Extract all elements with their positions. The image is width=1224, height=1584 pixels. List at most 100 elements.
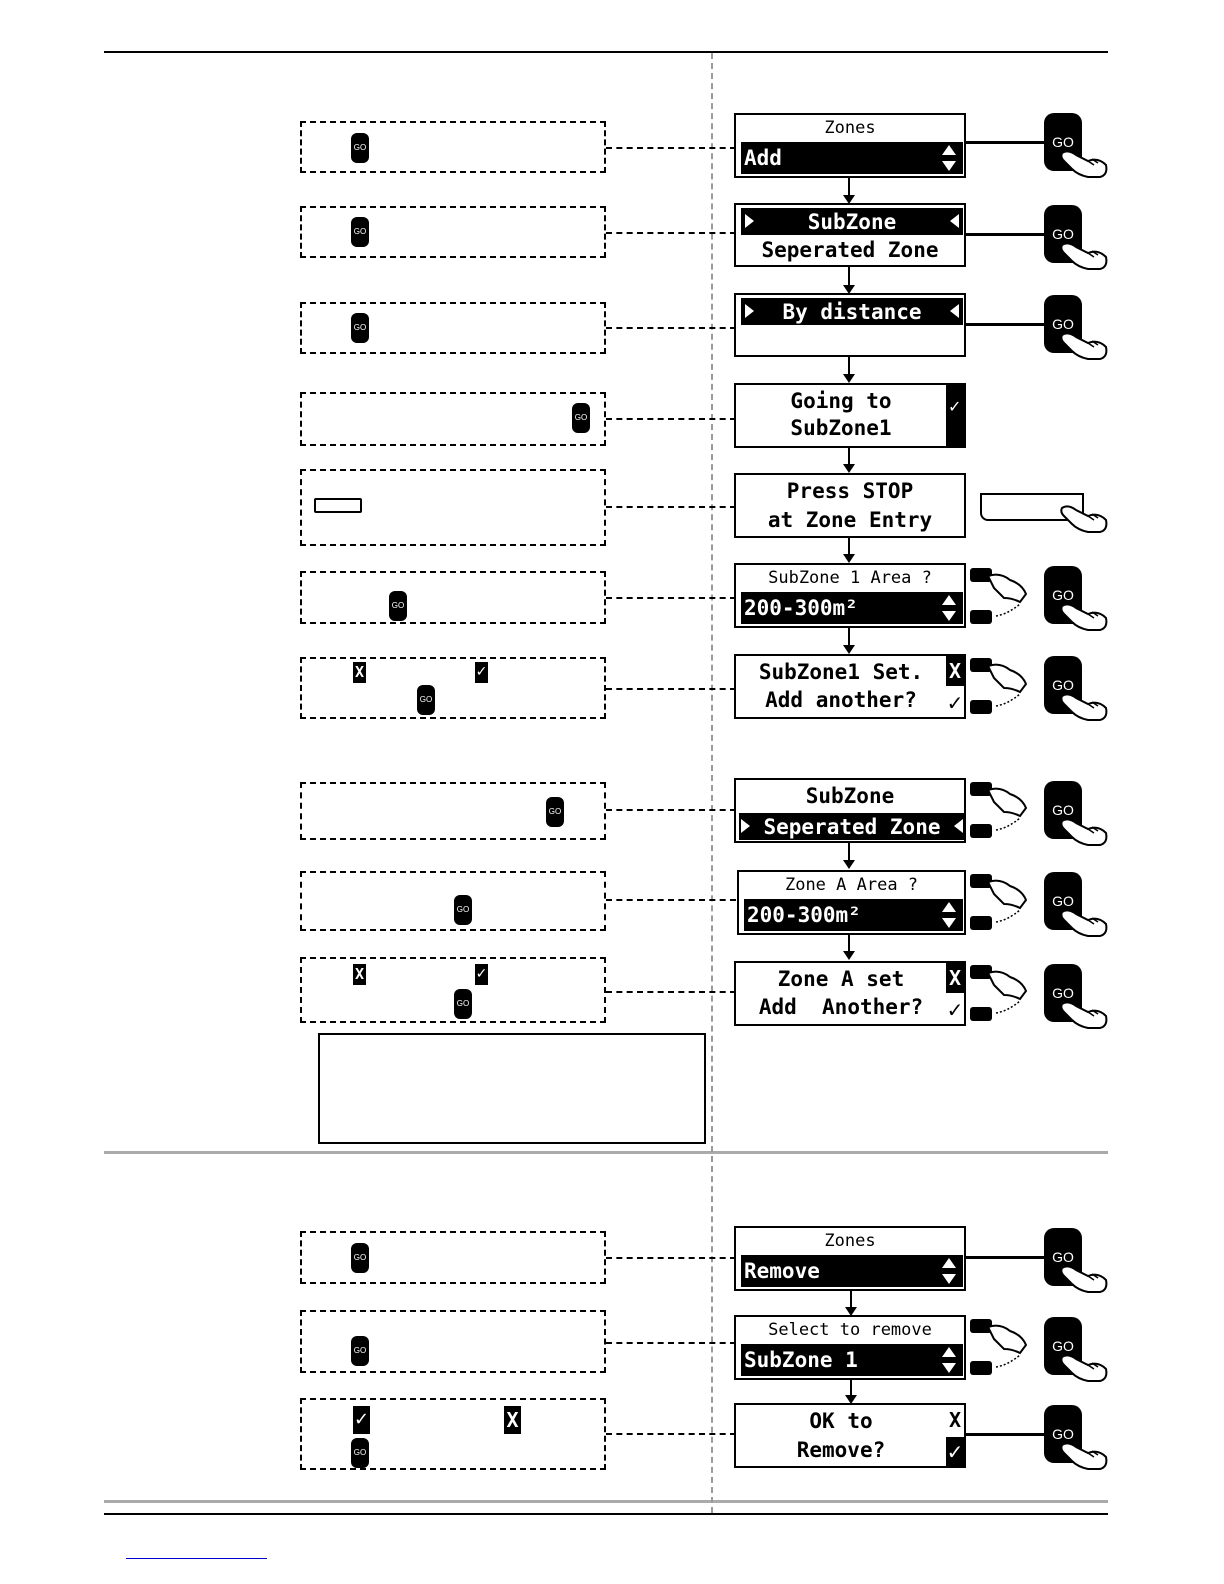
hand-icon: [1060, 1001, 1108, 1029]
go-key-icon: GO: [572, 403, 590, 433]
flow-arrow: [843, 628, 855, 654]
step-box-3: GO: [300, 302, 606, 354]
lcd-line: Seperated Zone: [761, 238, 939, 262]
flow-arrow: [843, 935, 855, 960]
tick-mark-icon: ✓: [946, 691, 964, 715]
lcd-screen-zone-a-area: Zone A Area ? 200-300m²: [737, 870, 966, 935]
up-down-arrows-icon: [941, 594, 957, 622]
step-box-10: X ✓ GO: [300, 957, 606, 1023]
hand-icon: [1060, 150, 1108, 178]
up-key[interactable]: [970, 568, 992, 582]
lcd-title: Select to remove: [768, 1320, 932, 1340]
lcd-selected-item: SubZone: [741, 208, 963, 235]
hand-icon: [1060, 603, 1108, 631]
go-key-icon: GO: [546, 797, 564, 827]
pointer-left-icon: [950, 214, 959, 228]
lcd-screen-zone-a-set: Zone A set Add Another? X ✓: [734, 961, 966, 1026]
up-down-keys[interactable]: [970, 963, 1030, 1023]
flow-arrow: [843, 267, 855, 294]
lcd-line: at Zone Entry: [767, 508, 933, 532]
remove-step-box-1: GO: [300, 1231, 606, 1284]
up-down-keys[interactable]: [970, 872, 1030, 932]
up-key[interactable]: [970, 965, 992, 979]
stop-key-icon: [314, 498, 362, 513]
up-down-keys[interactable]: [970, 780, 1030, 840]
up-down-arrows-icon: [941, 901, 957, 929]
up-down-keys[interactable]: [970, 566, 1030, 626]
lcd-screen-subzone-set: SubZone1 Set. Add another? X ✓: [734, 654, 966, 719]
go-key-icon: GO: [351, 313, 369, 343]
lcd-title: SubZone 1 Area ?: [768, 568, 932, 588]
go-button[interactable]: GO: [1044, 781, 1114, 851]
lcd-line: Zone A set: [777, 967, 905, 991]
down-key[interactable]: [970, 916, 992, 930]
go-button[interactable]: GO: [1044, 872, 1114, 942]
go-button[interactable]: GO: [1044, 656, 1114, 726]
go-button[interactable]: GO: [1044, 1405, 1114, 1475]
lcd-screen-subzone-type: SubZone Seperated Zone: [734, 203, 966, 267]
go-button[interactable]: GO: [1044, 1228, 1114, 1298]
go-key[interactable]: GO: [1044, 781, 1082, 839]
hand-icon: [986, 970, 1028, 1014]
up-key[interactable]: [970, 658, 992, 672]
lcd-screen-select-to-remove: Select to remove SubZone 1: [734, 1315, 966, 1380]
lcd-screen-press-stop: Press STOP at Zone Entry: [734, 473, 966, 538]
flow-arrow: [843, 448, 855, 473]
lcd-screen-subzone-area: SubZone 1 Area ? 200-300m²: [734, 563, 966, 628]
connector: [606, 1433, 736, 1435]
up-down-keys[interactable]: [970, 1317, 1030, 1377]
lcd-screen-zones-remove: Zones Remove: [734, 1226, 966, 1291]
hand-icon: [986, 663, 1028, 707]
hand-icon: [1060, 693, 1108, 721]
lcd-title: Zones: [824, 1231, 876, 1251]
cross-mark-icon: X: [353, 964, 366, 985]
flow-arrow: [843, 538, 855, 563]
down-key[interactable]: [970, 610, 992, 624]
lcd-screen-going-to: Going to SubZone1 ✓: [734, 383, 966, 448]
cross-mark-icon: X: [353, 662, 366, 683]
down-key[interactable]: [970, 824, 992, 838]
tick-mark-icon: ✓: [353, 1406, 370, 1434]
lcd-selected-item: 200-300m²: [744, 899, 963, 931]
go-button[interactable]: GO: [1044, 566, 1114, 636]
hand-icon: [986, 787, 1028, 831]
pointer-right-icon: [741, 819, 750, 833]
go-key-icon: GO: [351, 133, 369, 163]
up-key[interactable]: [970, 782, 992, 796]
footer-link-underline: [126, 1558, 267, 1559]
lcd-line: SubZone: [805, 784, 895, 808]
up-down-arrows-icon: [941, 1346, 957, 1374]
tick-mark-icon: ✓: [475, 964, 488, 985]
up-key[interactable]: [970, 874, 992, 888]
go-key-icon: GO: [351, 1336, 369, 1366]
hand-icon: [986, 573, 1028, 617]
lcd-selected-item: Add: [741, 142, 963, 174]
connector: [606, 1342, 736, 1344]
lcd-selected-item: By distance: [741, 298, 963, 325]
go-button[interactable]: GO: [1044, 295, 1114, 365]
down-key[interactable]: [970, 1361, 992, 1375]
step-box-7: X ✓ GO: [300, 657, 606, 719]
step-box-4: GO: [300, 392, 606, 446]
up-key[interactable]: [970, 1319, 992, 1333]
connector: [606, 899, 736, 901]
go-button[interactable]: GO: [1044, 113, 1114, 183]
connector: [606, 147, 736, 149]
flow-arrow: [843, 178, 855, 204]
up-down-keys[interactable]: [970, 656, 1030, 716]
lcd-screen-by-distance: By distance: [734, 293, 966, 357]
lcd-line: SubZone1 Set.: [758, 660, 924, 684]
go-key-icon: GO: [454, 895, 472, 925]
hand-icon: [986, 1324, 1028, 1368]
go-button[interactable]: GO: [1044, 1317, 1114, 1387]
step-box-5: [300, 469, 606, 546]
bottom-rule-grey: [104, 1500, 1108, 1503]
tick-mark-icon: ✓: [946, 1437, 964, 1466]
down-key[interactable]: [970, 700, 992, 714]
remove-step-box-3: ✓ X GO: [300, 1398, 606, 1470]
down-key[interactable]: [970, 1007, 992, 1021]
go-button[interactable]: GO: [1044, 964, 1114, 1034]
go-button[interactable]: GO: [1044, 205, 1114, 275]
tick-mark-icon: ✓: [475, 662, 488, 683]
lcd-selected-item: Seperated Zone: [739, 813, 964, 840]
